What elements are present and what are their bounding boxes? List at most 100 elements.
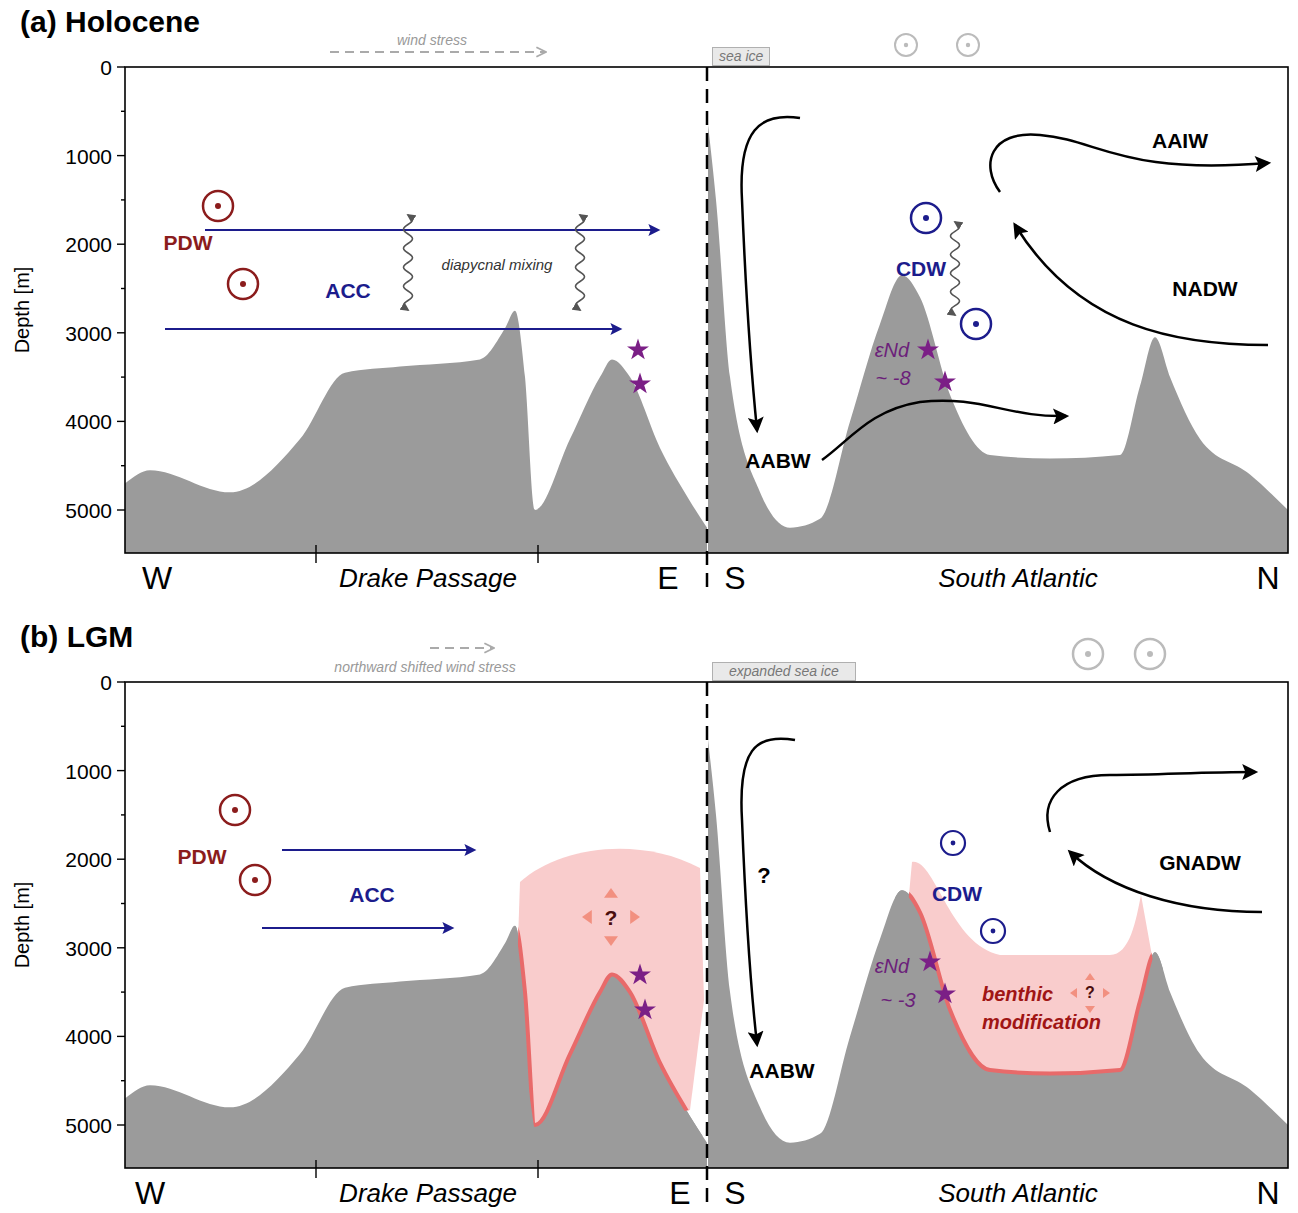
- out-of-page-dot: [966, 43, 970, 47]
- question-mark: ?: [757, 865, 770, 887]
- depth-tick-label: 1000: [65, 760, 112, 781]
- flow-arrow: [822, 401, 1066, 460]
- depth-tick: [117, 66, 125, 67]
- depth-tick: [121, 465, 125, 466]
- epsilon-nd-star: [629, 963, 651, 984]
- direction-label: E: [669, 1177, 690, 1209]
- depth-tick-label: 0: [100, 672, 112, 693]
- uncertainty-arrow: [604, 888, 618, 898]
- out-of-page-symbol: [203, 191, 233, 221]
- epsilon-nd-star: [629, 372, 651, 393]
- depth-tick: [121, 111, 125, 112]
- out-of-page-dot: [215, 203, 221, 209]
- process-label: diapycnal mixing: [442, 257, 553, 272]
- flow-arrow: [1070, 852, 1262, 912]
- out-of-page-dot: [252, 877, 258, 883]
- depth-tick: [117, 243, 125, 244]
- depth-tick: [117, 947, 125, 948]
- water-mass-label: PDW: [164, 232, 213, 253]
- direction-label: W: [135, 1177, 165, 1209]
- depth-tick-label: 0: [100, 57, 112, 78]
- modified-water-region: ?: [512, 836, 705, 1136]
- out-of-page-symbol: [941, 831, 965, 855]
- out-of-page-symbol: [981, 919, 1005, 943]
- epsilon-nd-star: [934, 982, 956, 1003]
- sea-ice-box: expanded sea ice: [712, 662, 856, 681]
- out-of-page-symbol: [961, 309, 991, 339]
- depth-tick-label: 5000: [65, 500, 112, 521]
- flow-arrow: [282, 849, 474, 851]
- seafloor-topography: [708, 125, 1288, 553]
- axis-title: Depth [m]: [12, 882, 32, 969]
- mixing-arrow: [403, 215, 412, 310]
- depth-tick: [121, 814, 125, 815]
- depth-tick: [121, 199, 125, 200]
- direction-label: N: [1256, 562, 1279, 594]
- water-mass-label: AAIW: [1152, 130, 1208, 151]
- depth-tick: [121, 903, 125, 904]
- uncertainty-arrow: [1085, 973, 1095, 980]
- out-of-page-dot: [1085, 651, 1091, 657]
- direction-label: W: [142, 562, 172, 594]
- out-of-page-symbol: [220, 795, 250, 825]
- region-name: South Atlantic: [938, 1180, 1097, 1206]
- depth-tick: [117, 681, 125, 682]
- region-label: benthic modification: [982, 980, 1132, 1036]
- question-mark: ?: [1085, 985, 1095, 1001]
- out-of-page-symbol: [1073, 639, 1103, 669]
- depth-tick: [117, 155, 125, 156]
- water-mass-label: CDW: [896, 258, 946, 279]
- out-of-page-dot: [232, 807, 238, 813]
- out-of-page-dot: [991, 929, 996, 934]
- out-of-page-symbol: [228, 269, 258, 299]
- region-group: [512, 836, 705, 1136]
- depth-tick: [117, 509, 125, 510]
- region-name: Drake Passage: [339, 1180, 517, 1206]
- epsilon-nd-star: [917, 338, 939, 359]
- depth-tick-label: 3000: [65, 937, 112, 958]
- flow-arrow: [205, 229, 658, 231]
- flow-arrow: [330, 51, 546, 53]
- section-tick: [315, 545, 316, 563]
- flow-arrow: [1015, 225, 1268, 345]
- depth-tick-label: 1000: [65, 145, 112, 166]
- water-mass-label: ACC: [325, 280, 371, 301]
- region-name: Drake Passage: [339, 565, 517, 591]
- direction-label: S: [724, 1177, 745, 1209]
- epsilon-nd-star: [627, 338, 649, 359]
- depth-tick: [117, 1036, 125, 1037]
- water-mass-label: PDW: [178, 846, 227, 867]
- wind-label: northward shifted wind stress: [334, 660, 515, 674]
- epsilon-nd-star: [634, 998, 656, 1019]
- depth-tick-label: 3000: [65, 322, 112, 343]
- sea-ice-label: expanded sea ice: [729, 664, 839, 679]
- out-of-page-dot: [973, 321, 979, 327]
- direction-label: E: [657, 562, 678, 594]
- isotope-label: ~ -3: [880, 990, 915, 1010]
- flow-arrow: [430, 647, 494, 649]
- uncertainty-arrow: [604, 936, 618, 946]
- seafloor-topography: [708, 740, 1288, 1168]
- water-mass-label: AABW: [745, 450, 810, 471]
- depth-tick: [121, 288, 125, 289]
- sea-ice-box: sea ice: [712, 47, 770, 66]
- wind-label: wind stress: [397, 33, 467, 47]
- depth-tick: [121, 991, 125, 992]
- out-of-page-symbol: [895, 34, 917, 56]
- depth-tick: [117, 1124, 125, 1125]
- epsilon-nd-star: [919, 950, 941, 971]
- flow-arrow: [990, 135, 1268, 192]
- direction-label: S: [724, 562, 745, 594]
- panel-illustration: [117, 67, 1288, 595]
- region-name: South Atlantic: [938, 565, 1097, 591]
- section-tick: [315, 1160, 316, 1178]
- region-outline: [895, 850, 1163, 1095]
- panel-illustration: [117, 682, 1288, 1210]
- water-mass-label: AABW: [749, 1060, 814, 1081]
- out-of-page-dot: [1147, 651, 1153, 657]
- uncertainty-arrow: [630, 910, 640, 924]
- mixing-arrow: [575, 215, 584, 310]
- region-group: [895, 850, 1163, 1095]
